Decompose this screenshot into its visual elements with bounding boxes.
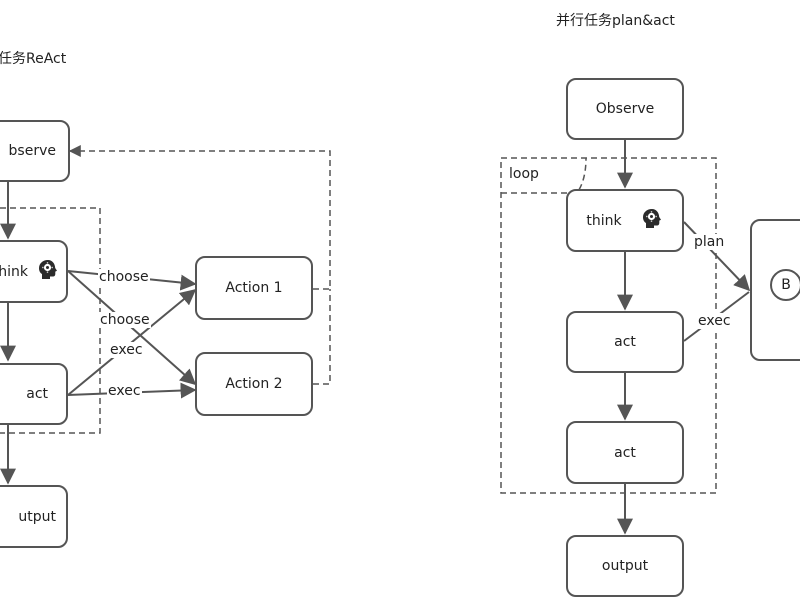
node-act: act [0, 363, 68, 425]
node-circle-b: B [770, 269, 800, 301]
arrow-r-think-to-plan [683, 221, 751, 292]
feedback-action2-to-observe [313, 289, 331, 385]
node-think: hink [0, 240, 68, 303]
brain-gear-icon [640, 207, 664, 235]
node-action-1: Action 1 [195, 256, 313, 320]
feedback-action1-to-observe [68, 145, 331, 290]
node-r-output: output [566, 535, 684, 597]
node-r-act-1-label: act [614, 334, 636, 350]
edge-label-r-exec: exec [697, 313, 732, 329]
node-act-label: act [26, 386, 48, 402]
node-r-output-label: output [601, 558, 649, 574]
node-r-act-1: act [566, 311, 684, 373]
node-r-observe-label: Observe [595, 101, 655, 117]
loop-label: loop [508, 166, 540, 182]
node-observe-label: bserve [8, 143, 56, 159]
node-r-think: think [566, 189, 684, 252]
node-output-label: utput [18, 508, 56, 525]
brain-gear-icon [36, 258, 60, 286]
node-r-act-2: act [566, 421, 684, 484]
edge-label-exec-1: exec [109, 342, 144, 358]
node-think-label: hink [0, 263, 28, 280]
edge-label-choose-2: choose [99, 312, 151, 328]
node-action-2-label: Action 2 [225, 376, 283, 392]
left-panel-title: 任务ReAct [0, 51, 67, 67]
loop-tab-outline [501, 157, 587, 194]
right-panel-title: 并行任务plan&act [556, 13, 675, 29]
node-observe: bserve [0, 120, 70, 182]
edge-label-exec-2: exec [107, 383, 142, 399]
node-r-observe: Observe [566, 78, 684, 140]
node-r-think-label: think [586, 212, 622, 229]
node-r-act-2-label: act [614, 444, 636, 461]
edge-label-plan: plan [693, 234, 726, 250]
node-output: utput [0, 485, 68, 548]
node-action-1-label: Action 1 [225, 280, 283, 296]
edge-label-choose-1: choose [98, 269, 150, 285]
node-action-2: Action 2 [195, 352, 313, 416]
